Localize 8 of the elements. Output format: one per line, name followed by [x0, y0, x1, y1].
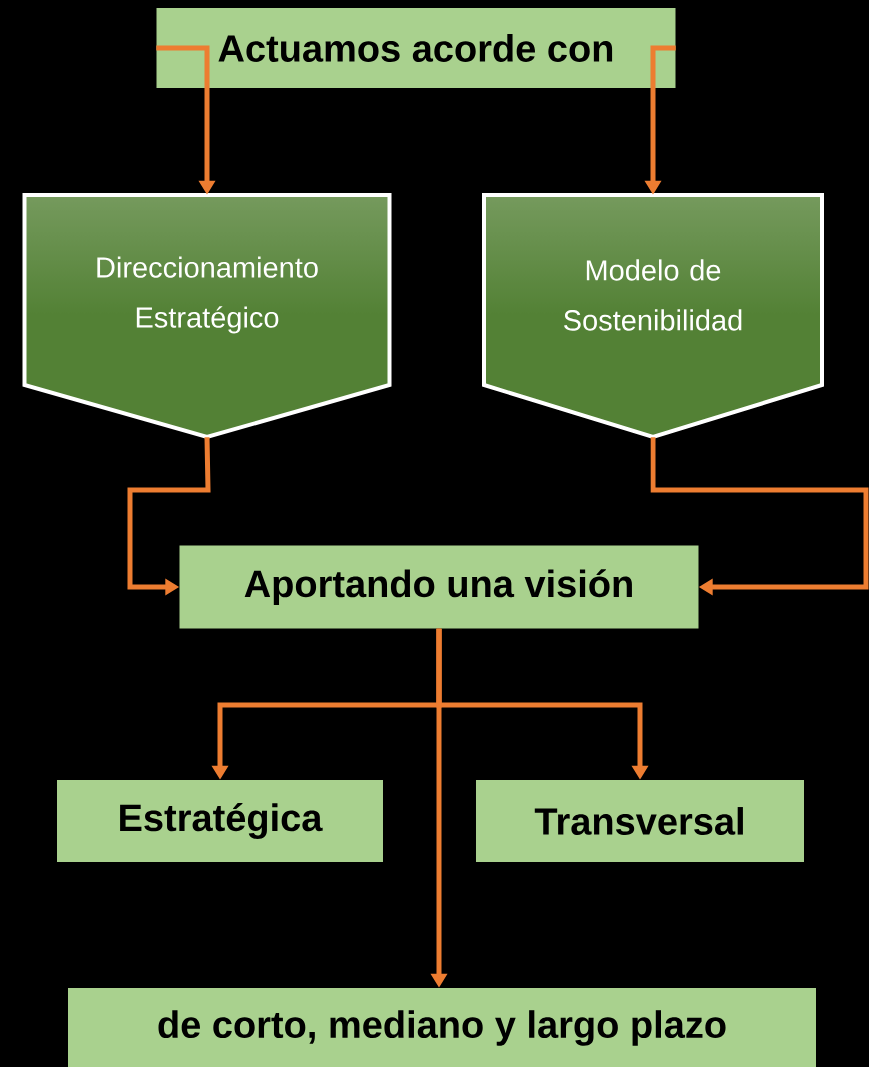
process-box: Estratégica: [57, 780, 383, 862]
pentagon-arrow-box: Direccionamiento Estratégico: [22, 193, 392, 440]
arrow: [650, 437, 869, 596]
process-box: Aportando una visión: [179, 545, 699, 629]
process-box: de corto, mediano y largo plazo: [68, 988, 816, 1067]
process-box: Actuamos acorde con: [156, 8, 676, 88]
pentagon-arrow-box: Modelo de Sostenibilidad: [482, 193, 824, 440]
process-box: Transversal: [476, 780, 804, 862]
